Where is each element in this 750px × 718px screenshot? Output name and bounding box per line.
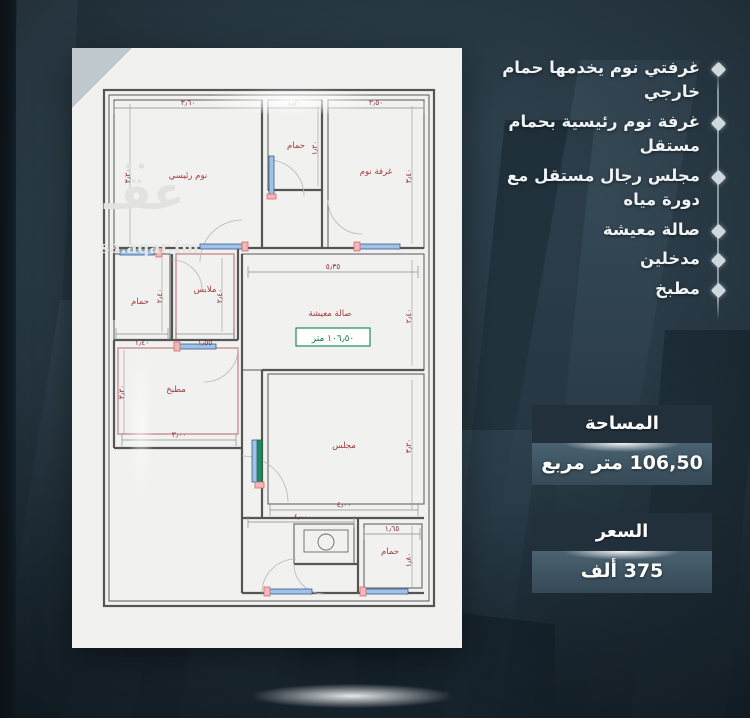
- area-tag-box: [295, 327, 371, 347]
- card-corner-fold: [72, 48, 132, 108]
- price-value: 375 ألف: [532, 551, 712, 593]
- vdim-4: ٢٫٤٠: [404, 309, 413, 324]
- room-label-master-bath: حمام: [287, 141, 305, 151]
- dim-1-40: ١٫٤٠: [135, 338, 150, 347]
- feature-label: غرفة نوم رئيسية بحمام مستقل: [508, 111, 700, 155]
- room-label-bedroom: غرفة نوم: [360, 167, 393, 177]
- price-title: السعر: [532, 513, 712, 551]
- dim-1-30: ١٫٣٠: [288, 98, 303, 107]
- vdim-8: ٣٫٢٠: [404, 439, 413, 454]
- feature-label: مدخلين: [640, 249, 700, 269]
- diamond-bullet-icon: [710, 223, 727, 239]
- feature-label: صالة معيشة: [602, 219, 700, 239]
- features-list: غرفتي نوم يخدمها حمام خارجي غرفة نوم رئي…: [488, 56, 728, 320]
- dim-5-35: ٥٫٣٥: [326, 262, 341, 271]
- diamond-bullet-icon: [710, 115, 727, 132]
- room-label-guest-wc: حمام: [381, 547, 399, 557]
- room-label-kitchen: مطبخ: [166, 385, 186, 395]
- feature-label: غرفتي نوم يخدمها حمام خارجي: [502, 58, 700, 101]
- diamond-bullet-icon: [710, 61, 727, 78]
- feature-item-1: غرفة نوم رئيسية بحمام مستقل: [488, 110, 728, 158]
- info-panels: المساحة 106,50 متر مربع السعر 375 ألف: [532, 405, 712, 621]
- vdim-3: ١٫٢٠: [310, 141, 319, 156]
- diamond-bullet-icon: [710, 169, 727, 185]
- area-title: المساحة: [532, 405, 712, 443]
- diamond-bullet-icon: [710, 253, 727, 269]
- area-block: المساحة 106,50 متر مربع: [532, 405, 712, 485]
- feature-item-0: غرفتي نوم يخدمها حمام خارجي: [488, 56, 728, 104]
- feature-label: مطبخ: [655, 279, 700, 299]
- dim-4-00: ٤٫٠٠: [337, 500, 352, 509]
- dim-1-55: ١٫٥٥: [198, 338, 213, 347]
- dim-1-65: ١٫٦٥: [385, 524, 400, 533]
- vdim-6: ٢٫٤٠: [215, 289, 224, 304]
- feature-item-4: مدخلين: [488, 247, 728, 271]
- vdim-9: ١٫٨٠: [404, 553, 413, 568]
- feature-item-3: صالة معيشة: [488, 218, 728, 242]
- vdim-2: ٣٫٤٠: [404, 169, 413, 184]
- dim-3-00: ٣٫٠٠: [172, 430, 187, 439]
- floorplan-card[interactable]: .w { stroke:#555; stroke-width:2.2; fill…: [72, 48, 462, 708]
- floorplan-drawing: .w { stroke:#555; stroke-width:2.2; fill…: [102, 88, 436, 608]
- room-label-living: صالة معيشة: [308, 309, 351, 319]
- price-block: السعر 375 ألف: [532, 513, 712, 593]
- feature-item-2: مجلس رجال مستقل مع دورة مياه: [488, 164, 728, 212]
- area-tag-text: ١٠٦٫٥٠ متر: [311, 334, 354, 344]
- features-timeline-rail: [717, 72, 719, 320]
- room-label-dressing: ملابس: [194, 285, 217, 295]
- feature-item-5: مطبخ: [488, 277, 728, 301]
- vdim-5: ٢٫٤٠: [155, 289, 164, 304]
- room-label-master-bedroom: نوم رئيسي: [169, 171, 207, 181]
- area-value: 106,50 متر مربع: [532, 443, 712, 485]
- feature-label: مجلس رجال مستقل مع دورة مياه: [506, 165, 700, 209]
- room-label-bathroom: حمام: [131, 297, 149, 307]
- dim-3-50: ٣٫٥٠: [369, 98, 384, 107]
- dim-4-00-b: ٤٫٠٠: [294, 512, 309, 521]
- diamond-bullet-icon: [710, 283, 727, 299]
- vdim-1: ٣٫٢٠: [123, 169, 132, 184]
- room-label-majlis: مجلس: [332, 441, 356, 451]
- vdim-7: ٣٫٢٠: [117, 385, 126, 400]
- dim-3-60: ٣٫٦٠: [181, 98, 196, 107]
